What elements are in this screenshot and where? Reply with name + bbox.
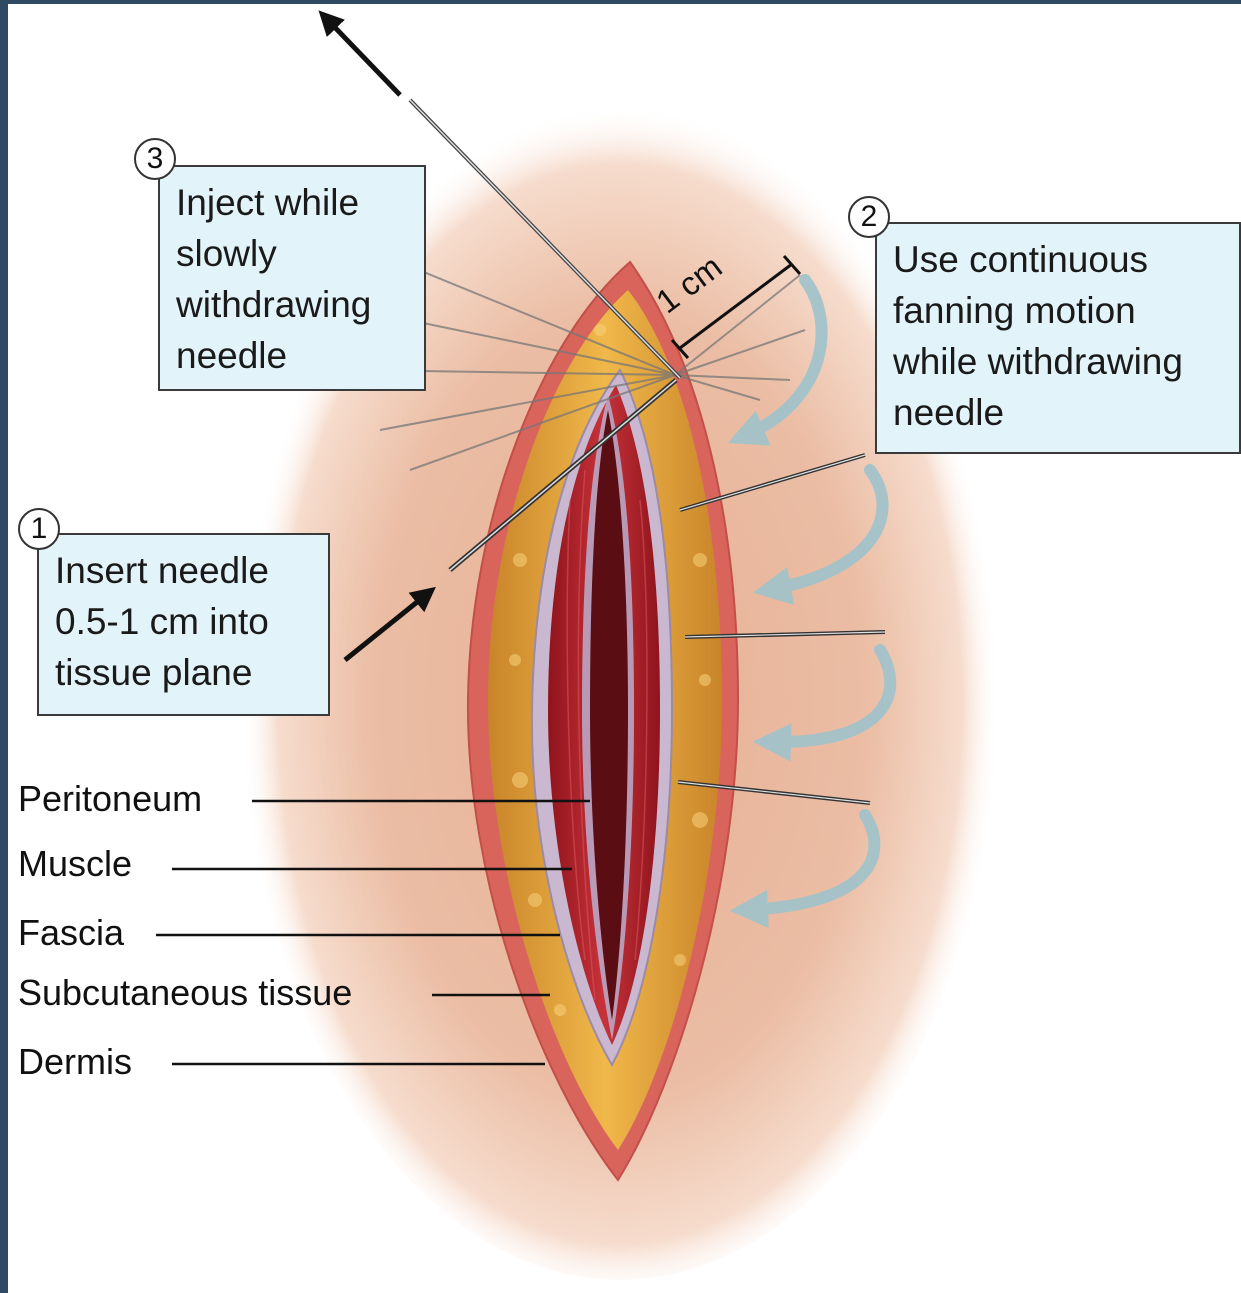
withdraw-arrow bbox=[322, 14, 400, 95]
callout-step-3-line-4: needle bbox=[176, 330, 410, 381]
callout-step-2-line-4: needle bbox=[893, 387, 1225, 438]
callout-step-1: Insert needle 0.5-1 cm into tissue plane bbox=[37, 533, 330, 716]
label-peritoneum: Peritoneum bbox=[18, 778, 202, 820]
label-subcutaneous-tissue: Subcutaneous tissue bbox=[18, 972, 352, 1014]
label-muscle: Muscle bbox=[18, 843, 132, 885]
callout-step-1-line-3: tissue plane bbox=[55, 647, 314, 698]
callout-step-2-line-2: fanning motion bbox=[893, 285, 1225, 336]
callout-step-2: Use continuous fanning motion while with… bbox=[875, 222, 1241, 454]
callout-step-2-line-3: while withdrawing bbox=[893, 336, 1225, 387]
callout-step-1-line-1: Insert needle bbox=[55, 545, 314, 596]
callout-step-2-line-1: Use continuous bbox=[893, 234, 1225, 285]
label-fascia: Fascia bbox=[18, 912, 124, 954]
callout-step-3-line-2: slowly bbox=[176, 228, 410, 279]
step-1-badge: 1 bbox=[18, 508, 60, 550]
callout-step-3: Inject while slowly withdrawing needle bbox=[158, 165, 426, 391]
callout-step-1-line-2: 0.5-1 cm into bbox=[55, 596, 314, 647]
label-dermis: Dermis bbox=[18, 1041, 132, 1083]
callout-step-3-line-1: Inject while bbox=[176, 177, 410, 228]
step-2-badge: 2 bbox=[848, 196, 890, 238]
step-3-badge: 3 bbox=[134, 138, 176, 180]
callout-step-3-line-3: withdrawing bbox=[176, 279, 410, 330]
